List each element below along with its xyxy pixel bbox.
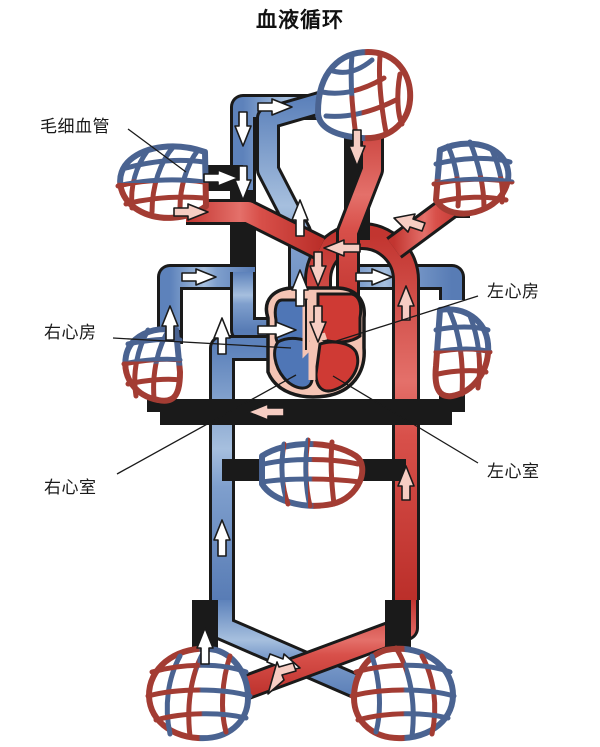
capillary-bed-trunk-right — [432, 305, 493, 400]
capillary-bed-abdomen — [259, 437, 366, 509]
leader-right-atrium — [112, 337, 292, 349]
capillary-bed-leg-left — [145, 645, 253, 742]
leader-left-atrium — [329, 295, 479, 344]
label-right-ventricle: 右心室 — [44, 478, 97, 498]
leader-right-ventricle — [116, 374, 297, 475]
label-left-atrium: 左心房 — [487, 282, 540, 302]
label-right-atrium: 右心房 — [44, 323, 97, 343]
capillary-bed-arm-left — [115, 143, 209, 221]
heart — [264, 286, 366, 399]
page-title: 血液循环 — [256, 8, 344, 32]
capillary-bed-arm-right — [431, 139, 515, 217]
capillary-bed-leg-right — [349, 645, 457, 742]
label-capillaries: 毛细血管 — [40, 117, 110, 137]
label-leader-lines — [112, 128, 479, 475]
capillary-beds — [115, 49, 515, 742]
leader-left-ventricle — [332, 375, 479, 464]
heart-chamber-left-ventricle — [314, 340, 360, 393]
label-left-ventricle: 左心室 — [487, 462, 540, 482]
flow-arrows — [161, 98, 426, 695]
leader-capillaries — [127, 128, 187, 173]
capillary-bed-head-upper-right — [315, 49, 414, 142]
